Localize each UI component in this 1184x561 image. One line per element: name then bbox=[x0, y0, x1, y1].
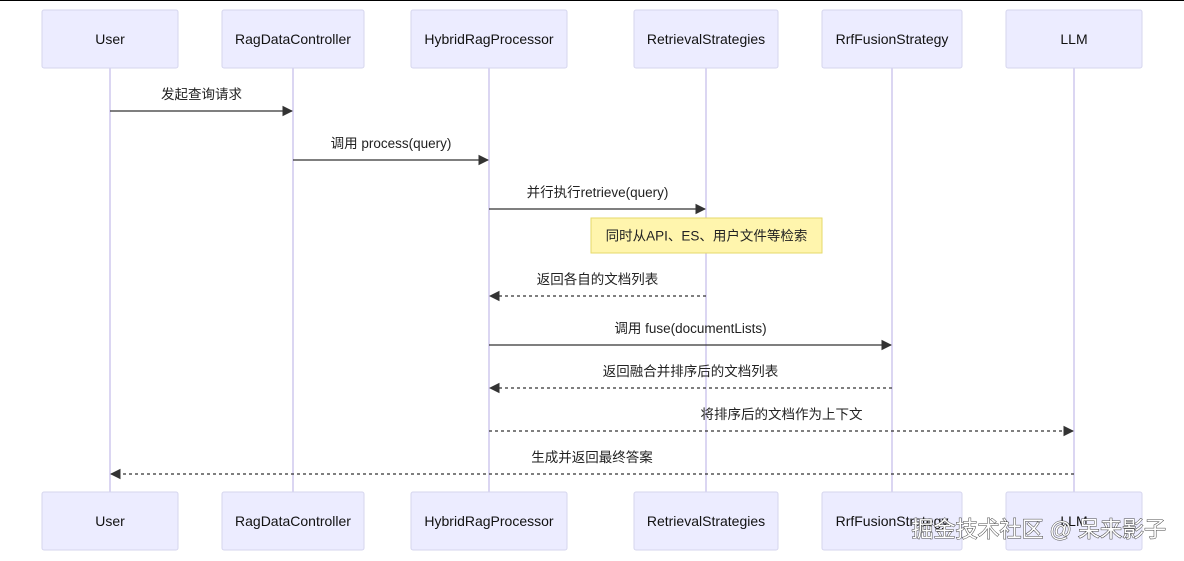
actor-processor-top: HybridRagProcessor bbox=[410, 9, 568, 69]
actor-label: RetrievalStrategies bbox=[647, 513, 765, 529]
actor-label: HybridRagProcessor bbox=[424, 513, 553, 529]
note-box bbox=[590, 217, 823, 254]
watermark: 掘金技术社区 @ 呆来影子 bbox=[911, 517, 1166, 542]
message-label: 返回各自的文档列表 bbox=[537, 272, 659, 287]
actor-box-rect bbox=[1005, 9, 1143, 69]
message-1: 发起查询请求 bbox=[110, 87, 294, 117]
actor-strategies-bottom: RetrievalStrategies bbox=[633, 491, 779, 551]
actor-box-rect bbox=[41, 9, 179, 69]
message-label: 并行执行retrieve(query) bbox=[527, 185, 669, 200]
actor-box-rect bbox=[410, 491, 568, 551]
actor-box-rect bbox=[221, 491, 365, 551]
actor-label: LLM bbox=[1060, 513, 1087, 529]
message-label: 调用 fuse(documentLists) bbox=[614, 321, 766, 336]
actor-processor-bottom: HybridRagProcessor bbox=[410, 491, 568, 551]
message-label: 返回融合并排序后的文档列表 bbox=[603, 364, 779, 379]
message-label: 发起查询请求 bbox=[161, 87, 242, 102]
actor-box-rect bbox=[633, 491, 779, 551]
actor-label: User bbox=[95, 513, 125, 529]
message-5: 调用 fuse(documentLists) bbox=[489, 321, 893, 351]
message-7: 将排序后的文档作为上下文 bbox=[489, 407, 1075, 437]
actor-label: RetrievalStrategies bbox=[647, 31, 765, 47]
message-4: 返回各自的文档列表 bbox=[488, 272, 706, 302]
actor-label: RrfFusionStrategy bbox=[836, 513, 949, 529]
actor-user-bottom: User bbox=[41, 491, 179, 551]
actor-box-rect bbox=[41, 491, 179, 551]
actor-fusion-top: RrfFusionStrategy bbox=[821, 9, 963, 69]
actor-user-top: User bbox=[41, 9, 179, 69]
message-3: 并行执行retrieve(query) bbox=[489, 185, 707, 215]
actor-box-rect bbox=[221, 9, 365, 69]
actor-llm-top: LLM bbox=[1005, 9, 1143, 69]
message-8: 生成并返回最终答案 bbox=[109, 449, 1074, 480]
message-6: 返回融合并排序后的文档列表 bbox=[488, 364, 892, 394]
actor-box-rect bbox=[821, 9, 963, 69]
actor-fusion-bottom: RrfFusionStrategy bbox=[821, 491, 963, 551]
actor-box-rect bbox=[633, 9, 779, 69]
message-label: 将排序后的文档作为上下文 bbox=[701, 407, 863, 422]
actor-controller-top: RagDataController bbox=[221, 9, 365, 69]
actor-llm-bottom: LLM bbox=[1005, 491, 1143, 551]
actor-box-rect bbox=[821, 491, 963, 551]
top-rule bbox=[0, 0, 1184, 1]
actor-box-rect bbox=[1005, 491, 1143, 551]
note-text: 同时从API、ES、用户文件等检索 bbox=[606, 228, 808, 244]
message-label: 调用 process(query) bbox=[331, 136, 452, 151]
actor-controller-bottom: RagDataController bbox=[221, 491, 365, 551]
note: 同时从API、ES、用户文件等检索 bbox=[590, 217, 823, 254]
actor-label: RagDataController bbox=[235, 513, 351, 529]
message-2: 调用 process(query) bbox=[293, 136, 490, 166]
actor-label: RagDataController bbox=[235, 31, 351, 47]
actor-box-rect bbox=[410, 9, 568, 69]
message-label: 生成并返回最终答案 bbox=[531, 449, 653, 465]
actor-strategies-top: RetrievalStrategies bbox=[633, 9, 779, 69]
actor-label: RrfFusionStrategy bbox=[836, 31, 949, 47]
actor-label: LLM bbox=[1060, 31, 1087, 47]
actor-label: User bbox=[95, 31, 125, 47]
actor-label: HybridRagProcessor bbox=[424, 31, 553, 47]
